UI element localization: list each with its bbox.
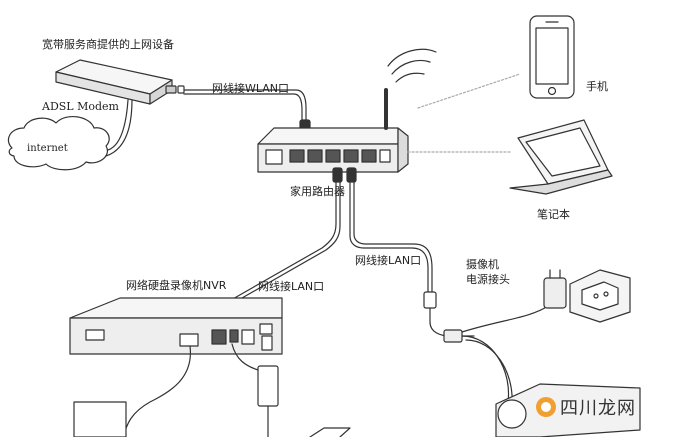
keyboard-piece	[309, 427, 351, 437]
label-camera-power-1: 摄像机	[466, 258, 499, 271]
camera-icon	[495, 383, 641, 437]
pigtail-junction	[443, 329, 463, 343]
label-isp-device: 宽带服务商提供的上网设备	[42, 38, 174, 51]
lan-plug-router-1	[332, 167, 343, 183]
label-phone: 手机	[586, 80, 608, 93]
label-laptop: 笔记本	[537, 208, 570, 221]
label-adsl-modem: ADSL Modem	[42, 100, 119, 113]
laptop-icon	[509, 119, 613, 195]
watermark-logo-icon	[536, 397, 556, 417]
cable-modem-internet	[107, 99, 129, 151]
nvr-icon	[69, 297, 283, 355]
label-nvr: 网络硬盘录像机NVR	[126, 279, 227, 292]
router-icon	[257, 88, 409, 173]
modem-icon	[55, 59, 185, 105]
cable-modem-internet-2	[105, 99, 133, 157]
cable-lan-2-b	[353, 169, 433, 303]
label-cable-lan-2: 网线接LAN口	[355, 254, 422, 267]
wall-socket-icon	[569, 269, 631, 323]
nvr-video-cable	[123, 345, 191, 437]
monitor-icon	[73, 401, 127, 437]
nvr-adapter	[257, 365, 279, 407]
label-camera-power-2: 电源接头	[466, 273, 510, 286]
wifi-arc-1	[395, 72, 425, 83]
watermark: 四川龙网	[536, 394, 636, 420]
cable-wan-2	[183, 93, 303, 127]
cloud-icon	[7, 115, 110, 171]
lan-plug-camera-end	[423, 291, 437, 309]
lan-plug-router-2	[346, 167, 357, 183]
cable-lan-2	[349, 169, 429, 303]
label-cable-wan: 网线接WLAN口	[212, 82, 290, 95]
label-internet: internet	[27, 143, 68, 154]
label-router: 家用路由器	[290, 185, 345, 198]
wifi-arc-3	[387, 48, 437, 67]
label-cable-lan-1: 网线接LAN口	[258, 280, 325, 293]
cable-wan	[183, 89, 307, 127]
camera-cable-b	[465, 339, 513, 405]
phone-icon	[529, 15, 575, 99]
nvr-power-cable	[231, 343, 259, 371]
camera-power-lead	[461, 305, 549, 333]
wireless-link-phone	[417, 73, 521, 109]
watermark-text: 四川龙网	[560, 398, 636, 419]
wifi-arc-2	[391, 59, 431, 75]
power-adapter-icon	[543, 269, 567, 309]
